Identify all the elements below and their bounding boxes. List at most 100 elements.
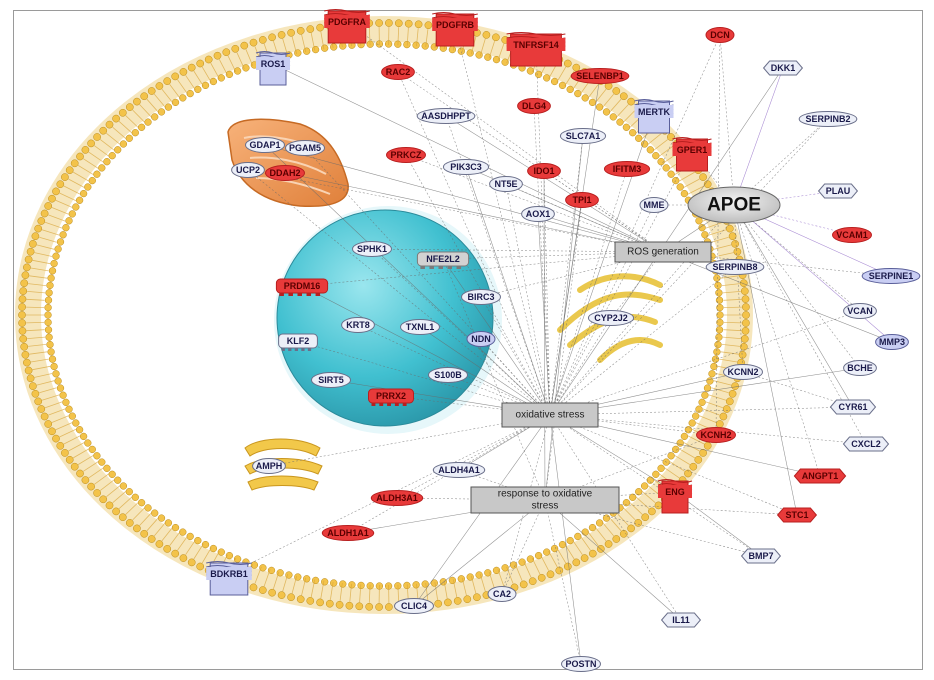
edge-ros-gdap1 [264, 144, 664, 253]
node-label: ANGPT1 [802, 471, 839, 481]
node-postn[interactable]: POSTN [561, 656, 601, 672]
node-s100b[interactable]: S100B [428, 367, 468, 383]
node-rac2[interactable]: RAC2 [381, 64, 415, 80]
node-label: GDAP1 [249, 140, 280, 150]
node-aldh4a1[interactable]: ALDH4A1 [432, 462, 486, 478]
node-aldh3a1[interactable]: ALDH3A1 [370, 490, 424, 506]
edge-ox-bche [549, 367, 861, 416]
node-pdgfrb[interactable]: PDGFRB [432, 12, 478, 47]
node-cyp2j2[interactable]: CYP2J2 [587, 310, 635, 326]
node-amph[interactable]: AMPH [252, 458, 286, 474]
node-label: SLC7A1 [566, 131, 601, 141]
process-ox[interactable]: oxidative stress [501, 402, 599, 428]
node-label: SERPINB8 [712, 262, 757, 272]
node-pgam5[interactable]: PGAM5 [285, 140, 325, 156]
node-aldh1a1[interactable]: ALDH1A1 [321, 525, 375, 541]
node-label: DKK1 [771, 63, 796, 73]
process-ros[interactable]: ROS generation [614, 241, 712, 263]
node-eng[interactable]: ENG [657, 479, 693, 514]
node-vcan[interactable]: VCAN [843, 303, 877, 319]
node-krt8[interactable]: KRT8 [341, 317, 375, 333]
node-apoe[interactable]: APOE [687, 186, 781, 224]
node-serpine1[interactable]: SERPINE1 [861, 268, 921, 284]
node-angpt1[interactable]: ANGPT1 [793, 468, 847, 484]
node-txnl1[interactable]: TXNL1 [400, 319, 440, 335]
node-vcam1[interactable]: VCAM1 [832, 227, 872, 243]
node-sirt5[interactable]: SIRT5 [311, 372, 351, 388]
node-plau[interactable]: PLAU [817, 183, 859, 199]
edge-resp-il11 [544, 499, 682, 621]
node-cyr61[interactable]: CYR61 [829, 399, 877, 415]
node-prdm16[interactable]: PRDM16 [275, 278, 329, 296]
node-bdkrb1[interactable]: BDKRB1 [206, 561, 252, 596]
node-serpinb8[interactable]: SERPINB8 [705, 259, 765, 275]
node-tnfrsf14[interactable]: TNFRSF14 [506, 32, 566, 67]
node-pik3c3[interactable]: PIK3C3 [442, 159, 490, 175]
edge-ros-birc3 [480, 251, 664, 298]
node-mme[interactable]: MME [639, 197, 669, 213]
node-kcnh2[interactable]: KCNH2 [696, 427, 736, 443]
node-mmp3[interactable]: MMP3 [875, 334, 909, 350]
node-pdgfra[interactable]: PDGFRA [324, 9, 370, 44]
edge-ox-postn [549, 414, 582, 665]
node-il11[interactable]: IL11 [660, 612, 702, 628]
node-kcnn2[interactable]: KCNN2 [723, 364, 763, 380]
node-label: IFITM3 [613, 164, 642, 174]
node-mertk[interactable]: MERTK [634, 99, 674, 134]
node-dcn[interactable]: DCN [705, 27, 735, 43]
node-label: SERPINE1 [869, 271, 914, 281]
edge-apoe-vcan [733, 204, 861, 312]
node-aox1[interactable]: AOX1 [521, 206, 555, 222]
node-ddah2[interactable]: DDAH2 [265, 165, 305, 181]
node-gper1[interactable]: GPER1 [672, 137, 712, 172]
node-cxcl2[interactable]: CXCL2 [842, 436, 890, 452]
node-ca2[interactable]: CA2 [487, 586, 517, 602]
edge-ox-dcn [549, 34, 721, 416]
node-aasdhppt[interactable]: AASDHPPT [416, 108, 476, 124]
node-gdap1[interactable]: GDAP1 [245, 137, 285, 153]
node-selenbp1[interactable]: SELENBP1 [570, 68, 630, 84]
node-label: S100B [434, 370, 462, 380]
edge-ox-prrx2 [390, 395, 551, 416]
node-label: ROS1 [261, 59, 286, 69]
node-label: BDKRB1 [210, 569, 248, 579]
node-ido1[interactable]: IDO1 [527, 163, 561, 179]
node-label: TNFRSF14 [513, 40, 559, 50]
edge-apoe-cyr61 [733, 204, 854, 408]
edge-ros-ros1 [272, 63, 664, 253]
edge-ox-ido1 [543, 170, 551, 416]
node-birc3[interactable]: BIRC3 [461, 289, 501, 305]
node-prrx2[interactable]: PRRX2 [368, 388, 414, 406]
node-sphk1[interactable]: SPHK1 [352, 241, 392, 257]
node-label: POSTN [565, 659, 596, 669]
node-label: CLIC4 [401, 601, 427, 611]
node-dlg4[interactable]: DLG4 [517, 98, 551, 114]
node-bche[interactable]: BCHE [843, 360, 877, 376]
node-ndn[interactable]: NDN [466, 331, 496, 347]
edge-ox-slc7a1 [549, 135, 584, 416]
node-stc1[interactable]: STC1 [776, 507, 818, 523]
edge-ros-mmp3 [662, 251, 893, 343]
cell-membrane [15, 16, 753, 614]
edge-resp-postn [544, 499, 582, 665]
node-serpinb2[interactable]: SERPINB2 [798, 111, 858, 127]
edge-apoe-mmp3 [733, 204, 893, 343]
node-prkcz[interactable]: PRKCZ [386, 147, 426, 163]
node-klf2[interactable]: KLF2 [278, 333, 318, 351]
node-dkk1[interactable]: DKK1 [762, 60, 804, 76]
node-ifitm3[interactable]: IFITM3 [603, 161, 651, 177]
node-clic4[interactable]: CLIC4 [394, 598, 434, 614]
node-tpi1[interactable]: TPI1 [565, 192, 599, 208]
node-slc7a1[interactable]: SLC7A1 [559, 128, 607, 144]
edge-ox-gper1 [549, 149, 693, 416]
node-nt5e[interactable]: NT5E [489, 176, 523, 192]
edge-ox-tpi1 [549, 199, 583, 416]
node-ucp2[interactable]: UCP2 [231, 162, 265, 178]
node-label: RAC2 [386, 67, 411, 77]
node-ros1[interactable]: ROS1 [255, 51, 291, 86]
node-nfe2l2[interactable]: NFE2L2 [416, 251, 470, 269]
edge-ox-krt8 [357, 324, 551, 416]
node-bmp7[interactable]: BMP7 [740, 548, 782, 564]
